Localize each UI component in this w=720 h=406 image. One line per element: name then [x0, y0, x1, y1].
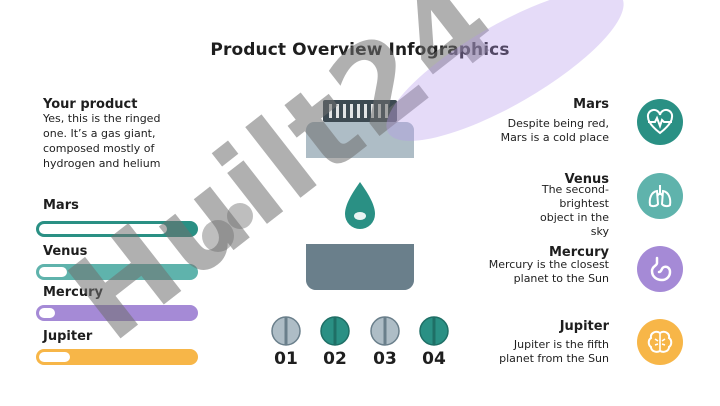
- progress-bar-mars: [36, 221, 198, 237]
- pill-number: 04: [422, 349, 446, 369]
- pill-number: 03: [373, 349, 397, 369]
- progress-bar-venus: [36, 264, 198, 280]
- item-heading-mercury: Mercury: [548, 245, 609, 260]
- pill-number: 02: [323, 349, 347, 369]
- bar-label-mars: Mars: [43, 198, 79, 213]
- lungs-icon: [637, 173, 683, 219]
- heart-pulse-icon: [637, 99, 683, 145]
- stomach-icon: [637, 246, 683, 292]
- item-text-mars: Despite being red, Mars is a cold place: [500, 117, 609, 144]
- progress-fill: [39, 308, 55, 318]
- pill-icon: [370, 316, 400, 346]
- progress-bar-jupiter: [36, 349, 198, 365]
- pill-icon: [419, 316, 449, 346]
- item-heading-venus: Venus: [564, 172, 609, 187]
- progress-fill: [39, 224, 167, 234]
- progress-fill: [39, 352, 70, 362]
- progress-bar-mercury: [36, 305, 198, 321]
- item-text-jupiter: Jupiter is the fifth planet from the Sun: [499, 338, 609, 365]
- intro-text: Yes, this is the ringed one. It’s a gas …: [43, 112, 161, 170]
- bar-label-venus: Venus: [43, 244, 88, 259]
- item-text-mercury: Mercury is the closest planet to the Sun: [488, 258, 609, 285]
- item-text-venus: The second-brightest object in the sky: [540, 183, 609, 238]
- medicine-bottle-illustration: [306, 100, 414, 290]
- pill-icon: [320, 316, 350, 346]
- pill-icon: [271, 316, 301, 346]
- watermark-dot: [202, 220, 234, 252]
- progress-fill: [39, 267, 67, 277]
- page-title: Product Overview Infographics: [210, 40, 510, 60]
- bar-label-mercury: Mercury: [43, 285, 104, 300]
- item-heading-mars: Mars: [573, 97, 609, 112]
- watermark-dot: [227, 203, 253, 229]
- item-heading-jupiter: Jupiter: [559, 319, 609, 334]
- bar-label-jupiter: Jupiter: [43, 329, 93, 344]
- pill-number: 01: [274, 349, 298, 369]
- intro-heading: Your product: [43, 97, 138, 112]
- brain-icon: [637, 319, 683, 365]
